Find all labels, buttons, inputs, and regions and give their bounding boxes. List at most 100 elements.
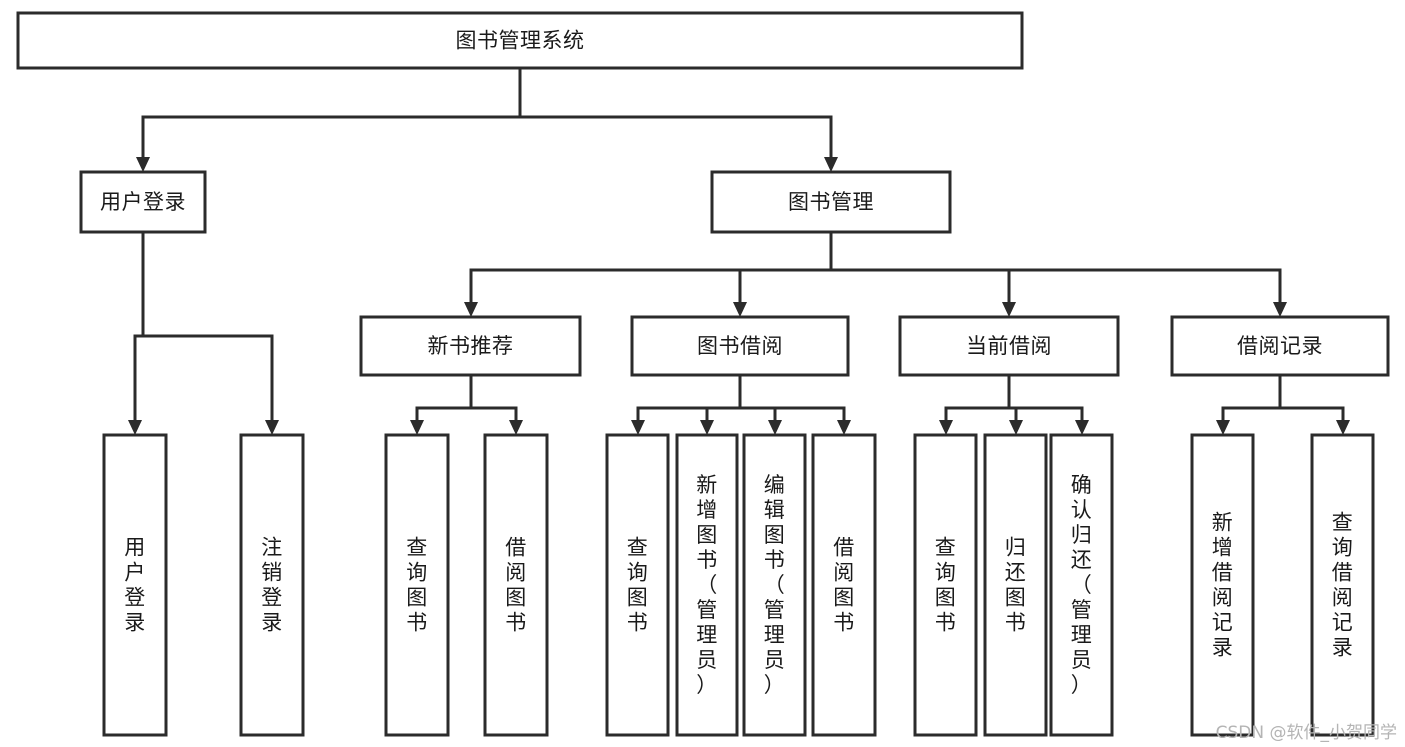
- node-box-new-book-recommend[interactable]: [359, 315, 582, 377]
- node-box-leaf-edit-book[interactable]: [742, 433, 807, 737]
- node-box-user-login[interactable]: [79, 170, 207, 234]
- connector-e-book-manage-book-borrow: [733, 232, 833, 317]
- arrow-head-icon: [410, 420, 424, 435]
- node-box-book-manage[interactable]: [710, 170, 952, 234]
- connector-e-root-book-manage: [518, 68, 838, 172]
- connector-e-borrow-add-book: [700, 375, 742, 435]
- node-label-leaf-borrow-book-2: 借阅图书: [833, 536, 855, 635]
- connector-e-recommend-borrow-book-1: [469, 375, 523, 435]
- node-leaf-add-book[interactable]: 新增图书（管理员）: [675, 433, 739, 737]
- node-box-leaf-borrow-book-2[interactable]: [811, 433, 877, 737]
- node-label-leaf-query-book-3: 查询图书: [935, 536, 957, 635]
- node-box-book-borrow[interactable]: [630, 315, 850, 377]
- node-leaf-confirm-return[interactable]: 确认归还（管理员）: [1049, 433, 1114, 737]
- arrow-head-icon: [1002, 302, 1016, 317]
- node-current-borrow[interactable]: 当前借阅: [898, 315, 1120, 377]
- node-leaf-user-login[interactable]: 用户登录: [102, 433, 168, 737]
- arrow-head-icon: [768, 420, 782, 435]
- node-leaf-borrow-book-1[interactable]: 借阅图书: [483, 433, 549, 737]
- node-label-leaf-confirm-return: 确认归还（管理员）: [1071, 473, 1093, 697]
- arrow-head-icon: [136, 157, 150, 172]
- arrow-head-icon: [939, 420, 953, 435]
- node-root[interactable]: 图书管理系统: [16, 11, 1024, 70]
- arrow-head-icon: [265, 420, 279, 435]
- node-box-leaf-add-book[interactable]: [675, 433, 739, 737]
- node-box-leaf-query-book-1[interactable]: [384, 433, 450, 737]
- arrow-head-icon: [464, 302, 478, 317]
- node-box-leaf-confirm-return[interactable]: [1049, 433, 1114, 737]
- node-label-new-book-recommend: 新书推荐: [428, 334, 514, 358]
- node-box-current-borrow[interactable]: [898, 315, 1120, 377]
- node-new-book-recommend[interactable]: 新书推荐: [359, 315, 582, 377]
- node-leaf-edit-book[interactable]: 编辑图书（管理员）: [742, 433, 807, 737]
- node-label-leaf-return-book: 归还图书: [1005, 536, 1027, 635]
- arrow-head-icon: [1009, 420, 1023, 435]
- connector-e-record-add-record: [1216, 375, 1282, 435]
- node-box-leaf-return-book[interactable]: [983, 433, 1048, 737]
- node-box-leaf-query-book-2[interactable]: [605, 433, 670, 737]
- connector-e-record-query-record: [1278, 375, 1350, 435]
- node-label-root: 图书管理系统: [456, 29, 585, 53]
- connectors-layer: [128, 68, 1350, 435]
- node-box-root[interactable]: [16, 11, 1024, 70]
- node-book-manage[interactable]: 图书管理: [710, 170, 952, 234]
- connector-e-borrow-query-book-2: [631, 375, 742, 435]
- connector-e-book-manage-new-book-recommend: [464, 232, 833, 317]
- connector-e-recommend-query-book-1: [410, 375, 473, 435]
- connector-e-current-confirm-return: [1007, 375, 1089, 435]
- node-label-book-borrow: 图书借阅: [697, 334, 783, 358]
- arrow-head-icon: [733, 302, 747, 317]
- node-book-borrow[interactable]: 图书借阅: [630, 315, 850, 377]
- connector-e-book-manage-current-borrow: [829, 232, 1016, 317]
- node-borrow-record[interactable]: 借阅记录: [1170, 315, 1390, 377]
- node-label-leaf-query-book-1: 查询图书: [406, 536, 428, 635]
- node-label-leaf-query-book-2: 查询图书: [627, 536, 649, 635]
- node-box-leaf-user-login[interactable]: [102, 433, 168, 737]
- node-leaf-query-book-3[interactable]: 查询图书: [913, 433, 978, 737]
- node-box-leaf-query-record[interactable]: [1310, 433, 1375, 737]
- watermark-label: CSDN @软件_小贺同学: [1215, 723, 1397, 743]
- connector-e-current-query-book-3: [939, 375, 1011, 435]
- node-label-current-borrow: 当前借阅: [966, 334, 1052, 358]
- connector-e-user-login-leaf-user-logout: [141, 232, 279, 435]
- node-box-borrow-record[interactable]: [1170, 315, 1390, 377]
- node-label-leaf-user-logout: 注销登录: [261, 536, 283, 635]
- node-box-leaf-user-logout[interactable]: [239, 433, 305, 737]
- node-leaf-return-book[interactable]: 归还图书: [983, 433, 1048, 737]
- node-box-leaf-query-book-3[interactable]: [913, 433, 978, 737]
- node-label-leaf-borrow-book-1: 借阅图书: [505, 536, 527, 635]
- arrow-head-icon: [837, 420, 851, 435]
- connector-e-current-return-book: [1007, 375, 1023, 435]
- node-label-borrow-record: 借阅记录: [1237, 334, 1323, 358]
- node-box-leaf-add-record[interactable]: [1190, 433, 1255, 737]
- connector-e-book-manage-borrow-record: [829, 232, 1287, 317]
- node-leaf-user-logout[interactable]: 注销登录: [239, 433, 305, 737]
- node-label-leaf-add-book: 新增图书（管理员）: [696, 473, 718, 697]
- node-leaf-query-book-1[interactable]: 查询图书: [384, 433, 450, 737]
- node-leaf-query-book-2[interactable]: 查询图书: [605, 433, 670, 737]
- arrow-head-icon: [509, 420, 523, 435]
- connector-e-user-login-leaf-user-login: [128, 232, 145, 435]
- node-leaf-add-record[interactable]: 新增借阅记录: [1190, 433, 1255, 737]
- arrow-head-icon: [1075, 420, 1089, 435]
- node-user-login[interactable]: 用户登录: [79, 170, 207, 234]
- arrow-head-icon: [128, 420, 142, 435]
- node-box-leaf-borrow-book-1[interactable]: [483, 433, 549, 737]
- arrow-head-icon: [1273, 302, 1287, 317]
- arrow-head-icon: [631, 420, 645, 435]
- node-leaf-borrow-book-2[interactable]: 借阅图书: [811, 433, 877, 737]
- node-leaf-query-record[interactable]: 查询借阅记录: [1310, 433, 1375, 737]
- connector-e-root-user-login: [136, 68, 522, 172]
- node-label-leaf-add-record: 新增借阅记录: [1212, 511, 1234, 660]
- node-label-user-login: 用户登录: [100, 190, 186, 214]
- connector-e-borrow-borrow-book-2: [738, 375, 851, 435]
- arrow-head-icon: [824, 157, 838, 172]
- arrow-head-icon: [1336, 420, 1350, 435]
- node-label-leaf-user-login: 用户登录: [124, 536, 146, 635]
- arrow-head-icon: [1216, 420, 1230, 435]
- node-label-book-manage: 图书管理: [788, 190, 874, 214]
- connector-e-borrow-edit-book: [738, 375, 782, 435]
- node-label-leaf-edit-book: 编辑图书（管理员）: [764, 473, 786, 697]
- nodes-layer: 图书管理系统用户登录图书管理新书推荐图书借阅当前借阅借阅记录用户登录注销登录查询…: [16, 11, 1390, 737]
